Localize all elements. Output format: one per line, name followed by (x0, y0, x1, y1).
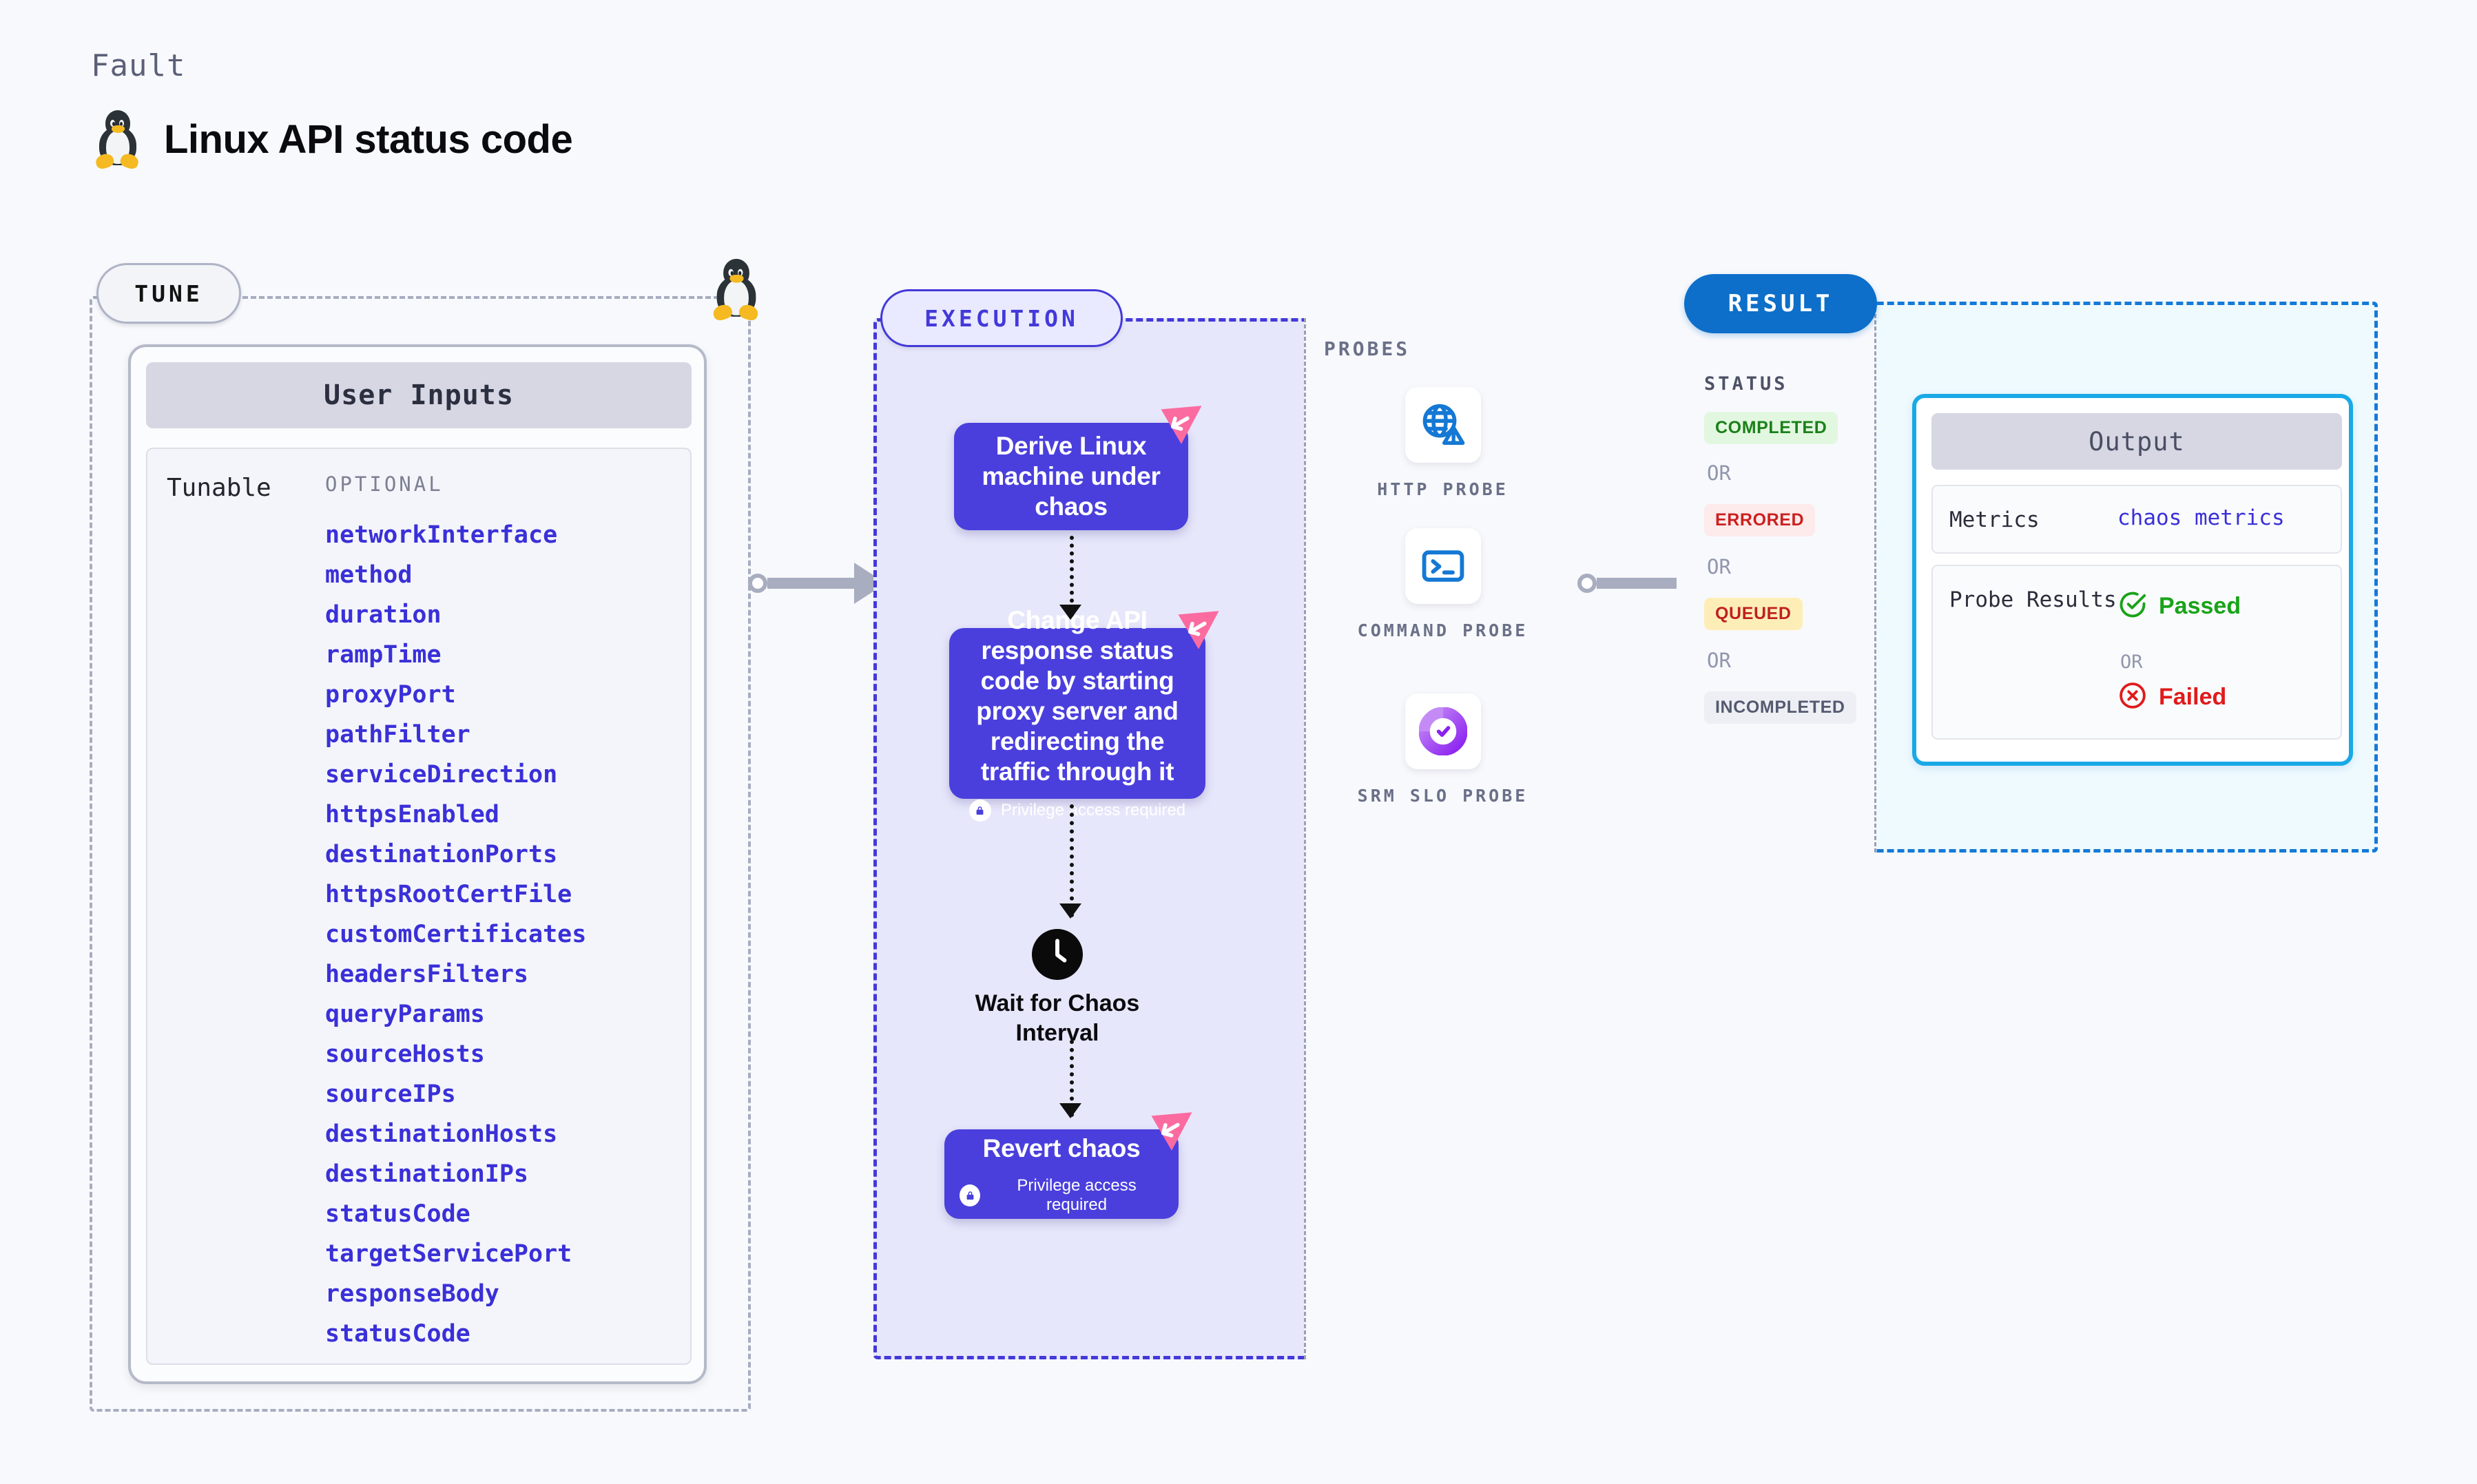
retry-badge-icon (1178, 611, 1219, 649)
tunable-label: Tunable (167, 474, 271, 502)
probe-label: HTTP PROBE (1377, 479, 1509, 499)
tunable-param-list: networkInterface method duration rampTim… (325, 515, 586, 1354)
param-item[interactable]: destinationHosts (325, 1120, 558, 1148)
page-title-text: Linux API status code (164, 116, 573, 162)
status-badge-completed: COMPLETED (1704, 412, 1838, 444)
optional-label: OPTIONAL (325, 472, 444, 496)
param-item[interactable]: method (325, 561, 413, 589)
param-item[interactable]: sourceHosts (325, 1041, 485, 1068)
tune-pill[interactable]: TUNE (96, 263, 241, 324)
metrics-key: Metrics (1949, 508, 2040, 532)
tunable-section: Tunable OPTIONAL networkInterface method… (146, 448, 692, 1365)
exec-node-revert-chaos[interactable]: Revert chaos Privilege access required (944, 1112, 1192, 1219)
param-item[interactable]: responseBody (325, 1280, 499, 1308)
fault-kicker: Fault (91, 48, 186, 83)
probes-column: PROBES HTTP PROBE COMMAND PROB (1304, 318, 1577, 1359)
probe-result-passed: Passed (2117, 589, 2241, 623)
status-title: STATUS (1704, 373, 1788, 395)
param-item[interactable]: queryParams (325, 1001, 485, 1028)
globe-warning-icon (1405, 387, 1481, 463)
lock-icon (968, 800, 991, 822)
probe-label: SRM SLO PROBE (1357, 786, 1528, 806)
slo-donut-icon (1405, 693, 1481, 769)
exec-node-title: Change API response status code by start… (976, 606, 1179, 786)
probe-result-failed: Failed (2117, 680, 2226, 714)
output-header: Output (1931, 413, 2342, 470)
status-or: OR (1707, 649, 1731, 672)
linux-penguin-icon (94, 110, 141, 171)
terminal-icon (1405, 528, 1481, 604)
probe-card-command[interactable]: COMMAND PROBE (1306, 528, 1579, 642)
flow-arrow (1059, 536, 1081, 620)
probe-label: COMMAND PROBE (1357, 620, 1528, 640)
privilege-note: Privilege access required (968, 800, 1186, 822)
linux-penguin-badge-icon (711, 258, 760, 322)
check-circle-icon (2117, 589, 2148, 623)
flow-arrow (1059, 804, 1081, 919)
output-row-probe-results: Probe Results Passed OR (1931, 565, 2342, 740)
param-item[interactable]: statusCode (325, 1320, 470, 1348)
retry-badge-icon (1161, 406, 1202, 444)
status-badge-queued: QUEUED (1704, 598, 1803, 630)
tune-panel (90, 296, 751, 1412)
param-item[interactable]: statusCode (325, 1200, 470, 1228)
exec-node-title: Derive Linux machine under chaos (982, 432, 1161, 521)
param-item[interactable]: httpsRootCertFile (325, 881, 572, 908)
param-item[interactable]: serviceDirection (325, 761, 558, 788)
clock-icon (1032, 929, 1083, 980)
privilege-label: Privilege access required (1017, 1176, 1137, 1214)
user-inputs-card: User Inputs Tunable OPTIONAL networkInte… (128, 344, 707, 1384)
exec-node-title: Revert chaos (982, 1134, 1141, 1162)
probe-card-srm-slo[interactable]: SRM SLO PROBE (1306, 693, 1579, 808)
probes-title: PROBES (1324, 337, 1411, 360)
output-row-metrics: Metrics chaos metrics (1931, 485, 2342, 554)
privilege-label: Privilege access required (1000, 801, 1186, 819)
param-item[interactable]: destinationPorts (325, 841, 558, 868)
status-column: STATUS COMPLETED OR ERRORED OR QUEUED OR… (1677, 302, 1876, 853)
lock-icon (960, 1184, 981, 1206)
param-item[interactable]: rampTime (325, 641, 442, 669)
page-title: Linux API status code (94, 110, 573, 171)
passed-label: Passed (2159, 593, 2241, 619)
param-item[interactable]: sourceIPs (325, 1080, 456, 1108)
param-item[interactable]: customCertificates (325, 921, 587, 948)
status-or: OR (1707, 555, 1731, 578)
metrics-value-link[interactable]: chaos metrics (2117, 505, 2285, 530)
wait-step-label: Wait for Chaos Interval (975, 990, 1140, 1046)
param-item[interactable]: proxyPort (325, 681, 456, 709)
result-pill[interactable]: RESULT (1684, 274, 1877, 333)
failed-label: Failed (2159, 684, 2227, 710)
status-or: OR (1707, 461, 1731, 485)
param-item[interactable]: destinationIPs (325, 1160, 529, 1188)
probe-card-http[interactable]: HTTP PROBE (1306, 387, 1579, 501)
probe-results-key: Probe Results (1949, 587, 2117, 612)
param-item[interactable]: targetServicePort (325, 1240, 572, 1268)
exec-node-derive[interactable]: Derive Linux machine under chaos (954, 406, 1202, 530)
status-badge-errored: ERRORED (1704, 504, 1816, 536)
retry-badge-icon (1151, 1112, 1192, 1151)
connector-tune-to-execution (748, 563, 886, 604)
param-item[interactable]: headersFilters (325, 961, 529, 988)
param-item[interactable]: networkInterface (325, 521, 558, 549)
exec-node-change-status[interactable]: Change API response status code by start… (949, 606, 1219, 822)
param-item[interactable]: duration (325, 601, 442, 629)
param-item[interactable]: httpsEnabled (325, 801, 499, 828)
x-circle-icon (2117, 680, 2148, 714)
probe-result-or: OR (2120, 651, 2143, 673)
user-inputs-header: User Inputs (146, 362, 692, 428)
param-item[interactable]: pathFilter (325, 721, 470, 749)
execution-pill[interactable]: EXECUTION (880, 289, 1123, 347)
status-badge-incompleted: INCOMPLETED (1704, 691, 1856, 724)
output-card: Output Metrics chaos metrics Probe Resul… (1912, 394, 2353, 766)
privilege-note: Privilege access required (960, 1176, 1163, 1215)
flow-arrow (1059, 1040, 1081, 1118)
